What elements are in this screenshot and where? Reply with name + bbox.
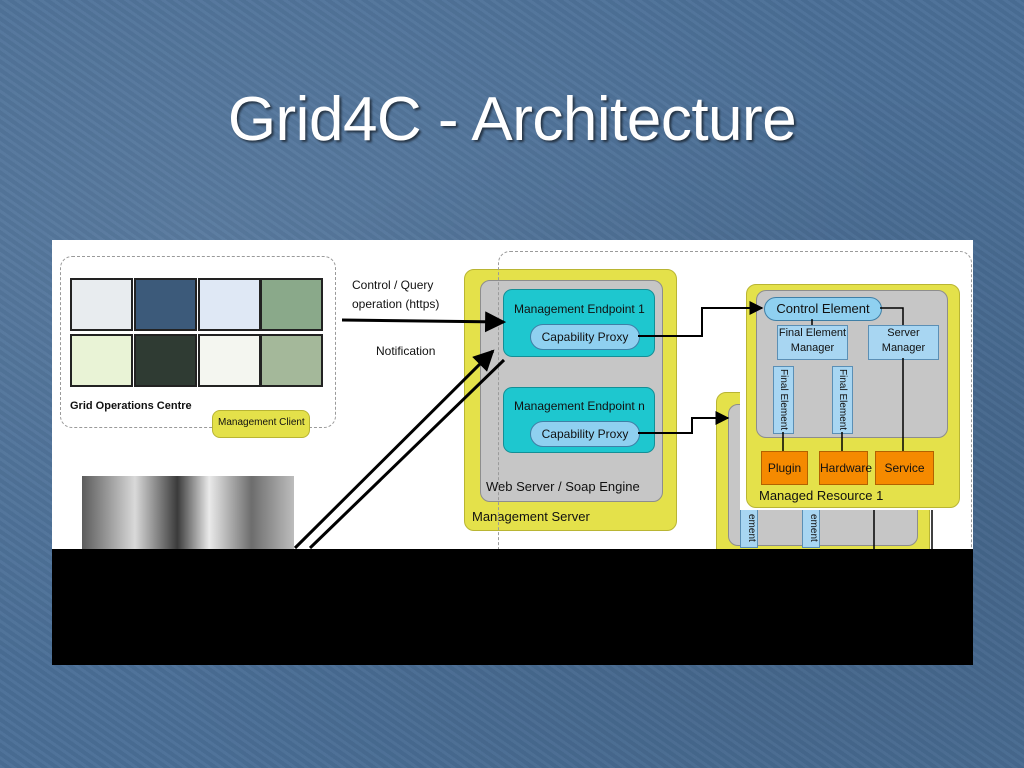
management-server-label: Management Server xyxy=(472,509,590,524)
control-element: Control Element xyxy=(764,297,882,321)
people-photo xyxy=(82,476,294,549)
final-element-1: Final Element xyxy=(773,366,794,434)
final-element-manager: Final Element Manager xyxy=(777,325,848,360)
hardware-box: Hardware xyxy=(819,451,872,485)
web-server-label: Web Server / Soap Engine xyxy=(486,479,640,494)
final-element-manager-line1: Final Element xyxy=(778,327,847,339)
ce-to-sm xyxy=(880,307,904,325)
server-manager-line2: Manager xyxy=(881,342,926,354)
final-element-manager-line2: Manager xyxy=(790,342,835,354)
screenshot-thumbnail xyxy=(70,334,133,387)
notification-arrow xyxy=(293,349,495,550)
screenshot-thumbnail xyxy=(260,278,323,331)
screenshot-thumbnail xyxy=(134,334,197,387)
architecture-diagram: Grid Operations Centre Management Client… xyxy=(52,240,973,665)
screenshot-thumbnail xyxy=(198,334,261,387)
proxy-1-connector xyxy=(638,301,764,337)
proxy-n-connector xyxy=(638,411,730,434)
capability-proxy-n: Capability Proxy xyxy=(530,421,640,447)
capability-proxy-1: Capability Proxy xyxy=(530,324,640,350)
managed-resource-label: Managed Resource 1 xyxy=(759,488,884,503)
goc-region xyxy=(60,256,336,428)
management-client-label: Management Client xyxy=(218,417,305,428)
endpoint-1-label: Management Endpoint 1 xyxy=(514,302,645,316)
server-manager-line1: Server xyxy=(887,327,920,339)
plugin-box: Plugin xyxy=(761,451,808,485)
black-overlay xyxy=(52,549,973,665)
screenshot-thumbnail xyxy=(70,278,133,331)
control-query-arrow xyxy=(341,311,507,333)
notification-arrow xyxy=(308,358,506,550)
screenshot-thumbnail xyxy=(260,334,323,387)
goc-label: Grid Operations Centre xyxy=(70,400,192,412)
connector-arrows xyxy=(293,301,933,550)
control-query-label: Control / Query xyxy=(352,278,434,292)
control-query-label-line2: operation (https) xyxy=(352,297,440,311)
slide-title: Grid4C - Architecture xyxy=(227,85,797,154)
notification-label: Notification xyxy=(376,344,436,358)
service-box: Service xyxy=(875,451,934,485)
screenshot-thumbnail xyxy=(134,278,197,331)
endpoint-n-label: Management Endpoint n xyxy=(514,399,645,413)
management-client-box: Management Client xyxy=(212,410,310,438)
